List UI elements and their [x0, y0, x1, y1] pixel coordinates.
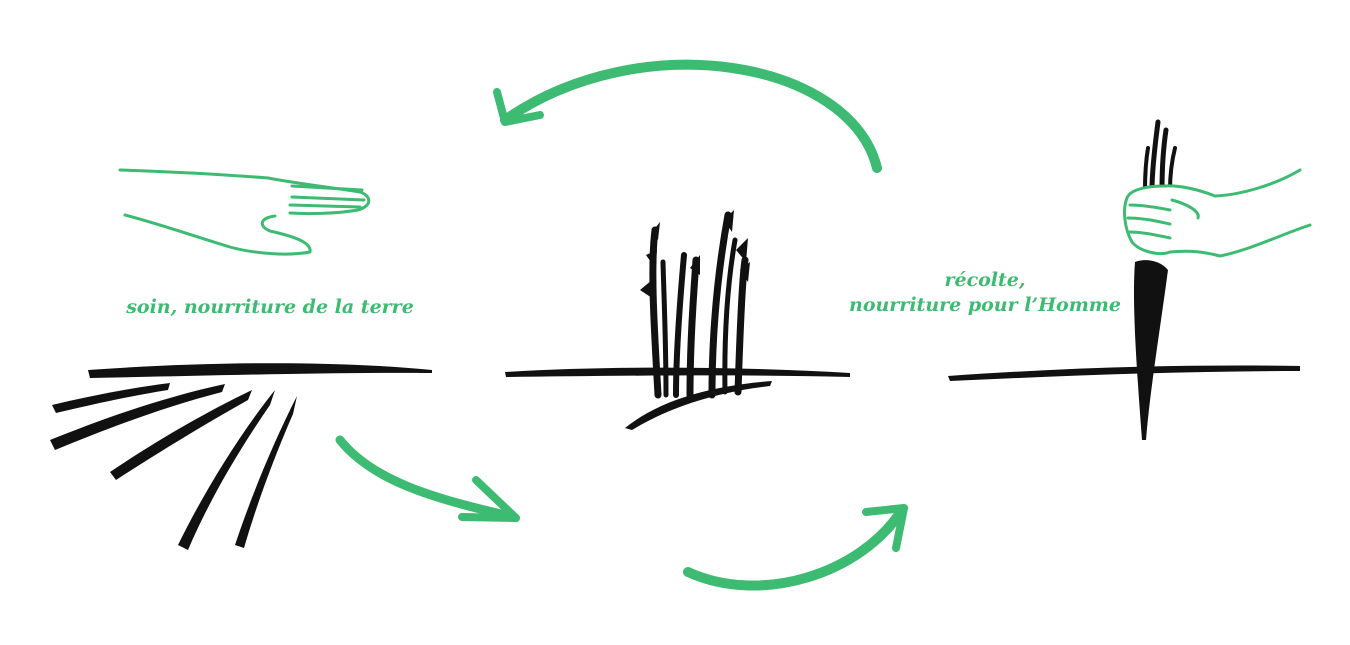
- arrow-top-icon: [493, 59, 882, 173]
- harvesting-hand-icon: [1123, 168, 1312, 258]
- hand-over-field-icon: [50, 168, 432, 550]
- root-vegetable-icon: [1133, 260, 1168, 440]
- arrow-left-bottom-icon: [335, 435, 520, 522]
- care-caption-text: soin, nourriture de la terre: [126, 296, 414, 318]
- arrow-right-bottom-icon: [683, 504, 908, 591]
- harvest-caption-line2: nourriture pour l’Homme: [849, 294, 1121, 316]
- plowed-field-icon: [50, 363, 432, 550]
- harvest-caption: récolte, nourriture pour l’Homme: [840, 268, 1130, 318]
- harvest-caption-line1: récolte,: [944, 269, 1026, 291]
- care-caption: soin, nourriture de la terre: [120, 295, 420, 320]
- sprouting-plants-icon: [505, 210, 850, 430]
- caring-hand-icon: [118, 168, 371, 256]
- cycle-arrows: [335, 59, 908, 591]
- hand-holding-root-vegetable-icon: [948, 119, 1312, 440]
